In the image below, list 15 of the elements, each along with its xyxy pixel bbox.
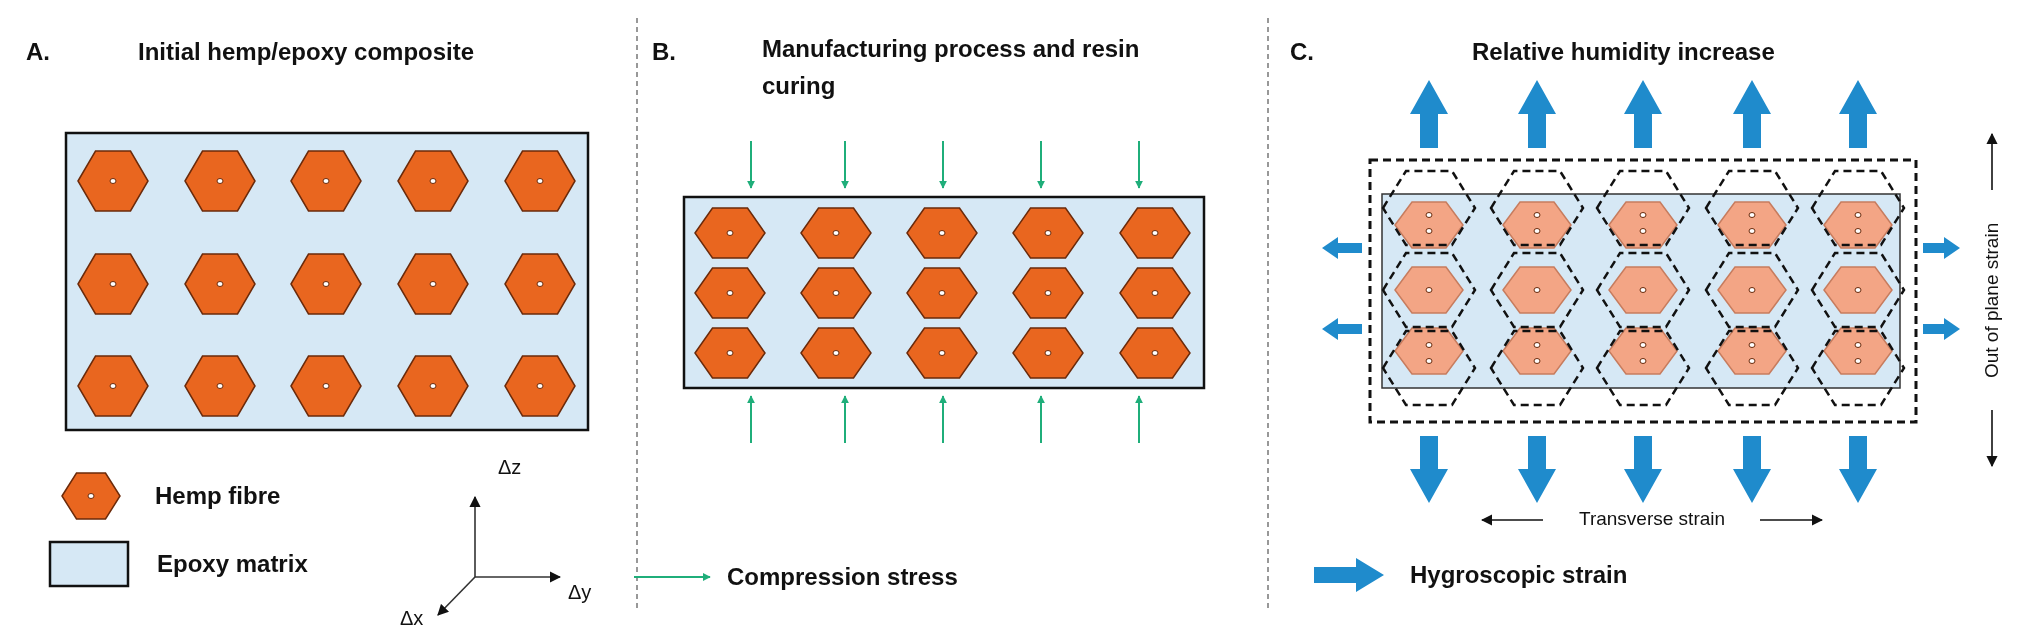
legend-label: Compression stress bbox=[727, 562, 958, 592]
legend-label: Hygroscopic strain bbox=[1410, 560, 1628, 590]
axis-label: Δz bbox=[498, 455, 522, 479]
strain-label: Transverse strain bbox=[1579, 508, 1726, 531]
panel-letter: C. bbox=[1290, 38, 1314, 67]
axis-label: Δx bbox=[400, 606, 424, 629]
panel-title: Manufacturing process and resin curing bbox=[762, 34, 1141, 102]
panel-title: Relative humidity increase bbox=[1472, 38, 1775, 67]
panel-title: Initial hemp/epoxy composite bbox=[138, 38, 475, 67]
strain-label: Out of plane strain bbox=[1980, 222, 2003, 378]
panel-letter: B. bbox=[652, 38, 676, 67]
legend-label: Hemp fibre bbox=[155, 481, 281, 511]
panel-letter: A. bbox=[26, 38, 50, 67]
axis-label: Δy bbox=[568, 580, 592, 604]
legend-label: Epoxy matrix bbox=[157, 549, 308, 579]
